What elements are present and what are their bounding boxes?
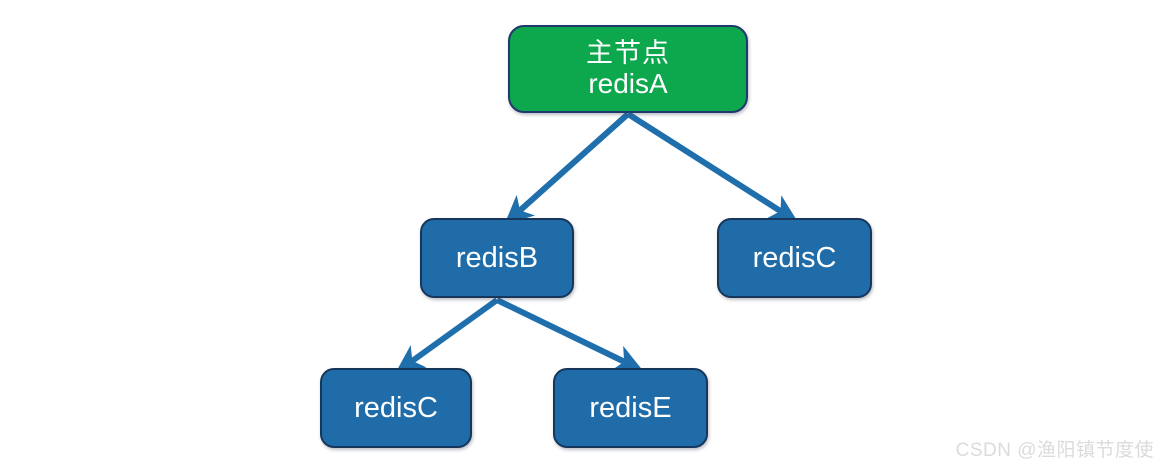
node-redisA[interactable]: 主节点 redisA [508, 25, 748, 113]
node-redisA-name: redisA [588, 68, 668, 100]
node-redisC-bottom-name: redisC [354, 391, 438, 424]
node-redisB-name: redisB [455, 241, 539, 274]
edge-redisA-to-redisB [504, 111, 630, 225]
edge-redisA-to-redisC_right [626, 111, 799, 223]
csdn-watermark: CSDN @渔阳镇节度使 [955, 440, 1154, 461]
node-redisC-bottom[interactable]: redisC [320, 368, 472, 448]
node-redisC-right[interactable]: redisC [717, 218, 872, 298]
node-redisE-name: redisE [589, 391, 672, 424]
node-redisB[interactable]: redisB [420, 218, 574, 298]
edge-redisB-to-redisC_bottom [395, 297, 499, 374]
node-redisE[interactable]: redisE [553, 368, 708, 448]
node-redisC-right-name: redisC [752, 241, 837, 274]
edge-redisB-to-redisE [495, 297, 644, 371]
node-redisA-role: 主节点 [586, 38, 670, 69]
